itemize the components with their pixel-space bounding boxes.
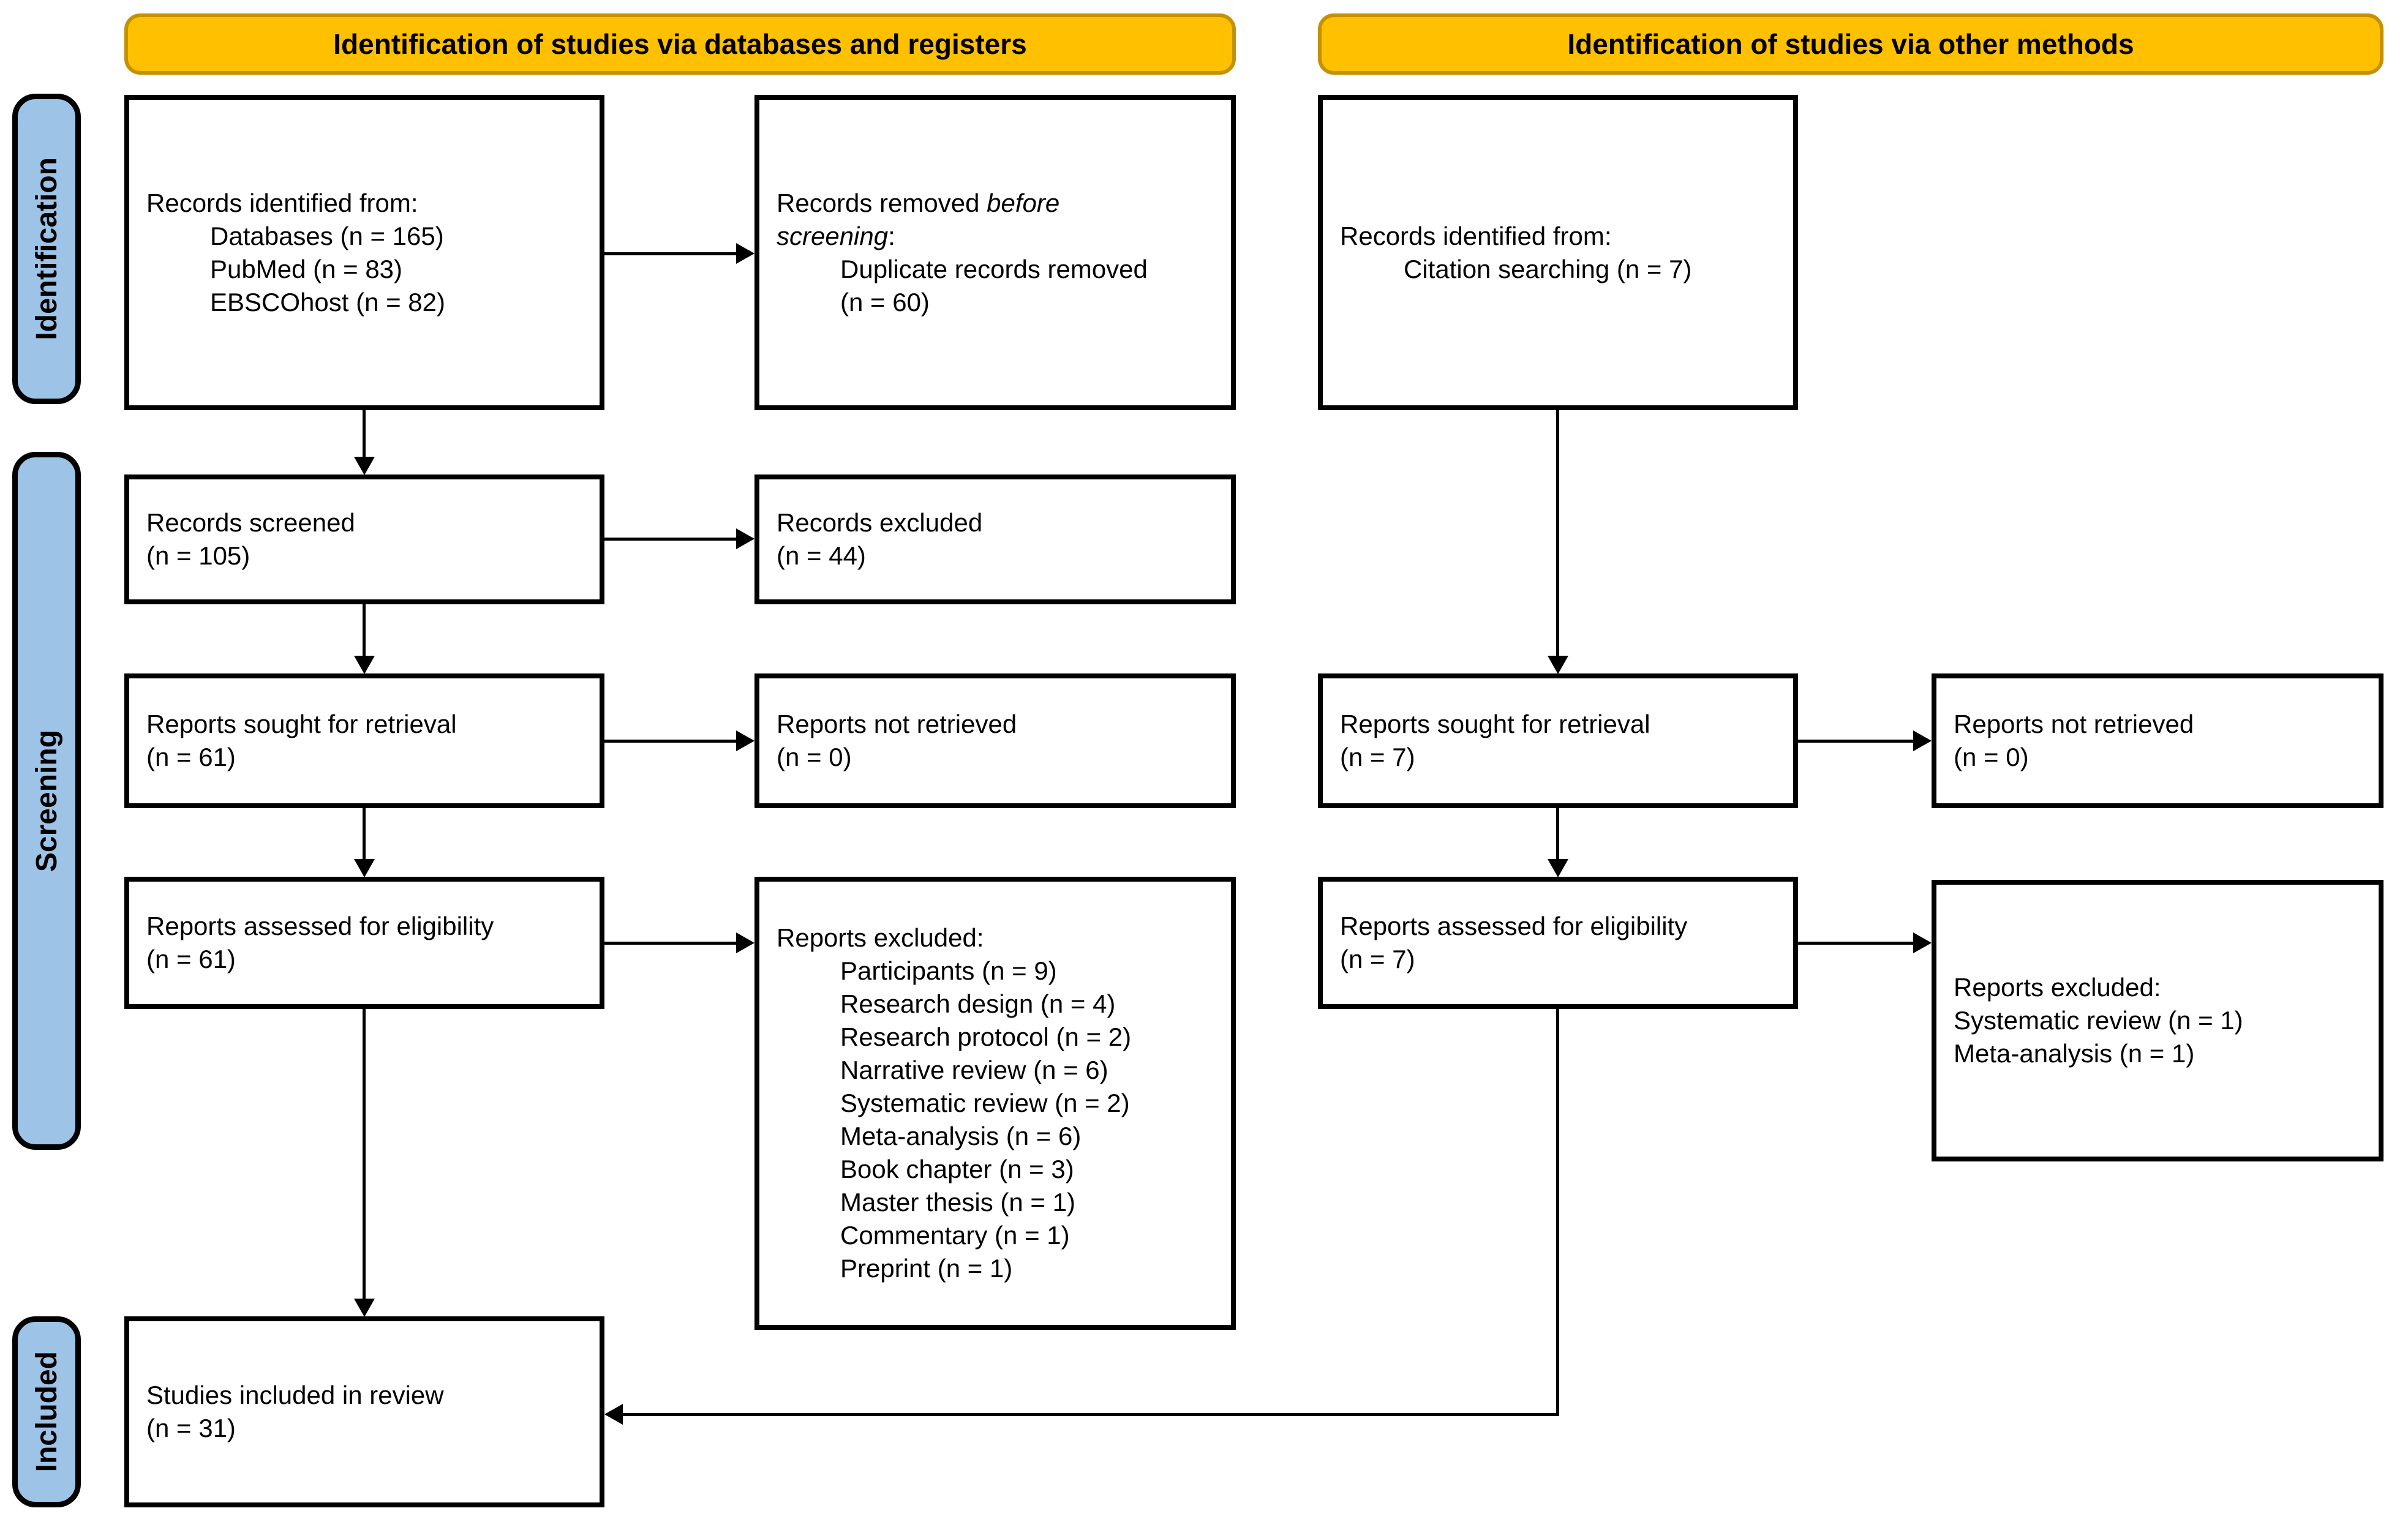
arrow-head [354,859,375,877]
box-line: Reports excluded: [777,923,984,952]
box-line: Systematic review (n = 2) [840,1089,1130,1117]
box-reports-sought-databases: Reports sought for retrieval (n = 61) [124,673,604,808]
stage-screening: Screening [12,452,81,1150]
box-line: Reports sought for retrieval [1340,710,1650,738]
arrow-head [736,243,754,264]
arrow-head [354,656,375,674]
arrow-head [736,730,754,751]
arrow-line [622,1413,1559,1416]
box-line: Reports not retrieved [1954,710,2194,738]
box-line: (n = 105) [146,541,250,570]
arrow-line [1798,740,1916,743]
box-line: Reports excluded: [1954,973,2161,1002]
box-line: (n = 61) [146,743,236,771]
box-line: Commentary (n = 1) [840,1221,1070,1250]
box-line: Master thesis (n = 1) [840,1188,1075,1217]
stage-included: Included [12,1316,81,1507]
box-line: (n = 44) [777,541,866,570]
banner-databases-registers: Identification of studies via databases … [124,13,1236,75]
arrow-line [363,604,366,658]
arrow-head [604,1404,623,1425]
arrow-line [604,252,739,255]
box-line: Records screened [146,508,355,537]
arrow-line [363,410,366,459]
box-reports-not-retrieved-other: Reports not retrieved (n = 0) [1932,673,2384,808]
box-line: Records removed before [777,188,1060,217]
box-line: (n = 0) [1954,743,2029,771]
box-line: Databases (n = 165) [210,221,444,250]
arrow-line [363,1009,366,1300]
box-line: Studies included in review [146,1381,444,1409]
stage-identification: Identification [12,94,81,404]
box-line: Book chapter (n = 3) [840,1155,1074,1183]
box-line: Narrative review (n = 6) [840,1056,1108,1084]
arrow-line [604,942,739,945]
box-reports-not-retrieved-databases: Reports not retrieved (n = 0) [754,673,1236,808]
arrow-line [1798,942,1916,945]
box-records-removed-before-screening: Records removed before screening: Duplic… [754,95,1236,410]
arrow-head [1913,730,1932,751]
box-line: Reports not retrieved [777,710,1017,738]
box-line: (n = 0) [777,743,852,771]
arrow-line [604,538,739,541]
box-line: Reports assessed for eligibility [1340,912,1688,940]
box-line: Research protocol (n = 2) [840,1022,1132,1051]
banner-databases-registers-label: Identification of studies via databases … [333,28,1027,60]
box-reports-assessed-databases: Reports assessed for eligibility (n = 61… [124,877,604,1009]
box-line: Participants (n = 9) [840,956,1057,985]
box-line: Systematic review (n = 1) [1954,1006,2243,1035]
box-line: Records identified from: [146,188,418,217]
box-line: screening: [777,221,895,250]
box-studies-included: Studies included in review (n = 31) [124,1316,604,1507]
arrow-line [1556,1009,1559,1416]
box-line: Records identified from: [1340,221,1612,250]
box-line: Reports sought for retrieval [146,710,457,738]
box-line: (n = 61) [146,945,236,973]
arrow-head [354,457,375,475]
box-line: Records excluded [777,508,983,537]
box-line: (n = 7) [1340,945,1415,973]
box-line: Preprint (n = 1) [840,1254,1013,1283]
box-line: Reports assessed for eligibility [146,912,494,940]
arrow-line [1556,808,1559,861]
arrow-head [1548,859,1568,877]
box-line: Meta-analysis (n = 1) [1954,1039,2195,1068]
arrow-head [1548,656,1568,674]
box-reports-sought-other: Reports sought for retrieval (n = 7) [1318,673,1798,808]
box-line: Citation searching (n = 7) [1404,254,1692,283]
box-records-identified-other: Records identified from: Citation search… [1318,95,1798,410]
box-reports-excluded-other: Reports excluded: Systematic review (n =… [1932,880,2384,1161]
banner-other-methods-label: Identification of studies via other meth… [1567,28,2134,60]
arrow-head [1913,932,1932,953]
box-line: (n = 7) [1340,743,1415,771]
stage-included-label: Included [30,1351,63,1472]
stage-identification-label: Identification [30,157,63,340]
box-line: (n = 60) [840,287,930,317]
box-records-excluded: Records excluded (n = 44) [754,474,1236,604]
banner-other-methods: Identification of studies via other meth… [1318,13,2384,75]
box-reports-assessed-other: Reports assessed for eligibility (n = 7) [1318,877,1798,1009]
box-line: Meta-analysis (n = 6) [840,1122,1082,1150]
box-records-identified-databases: Records identified from: Databases (n = … [124,95,604,410]
box-line: PubMed (n = 83) [210,254,403,283]
box-records-screened: Records screened (n = 105) [124,474,604,604]
stage-screening-label: Screening [30,729,63,872]
arrow-line [363,808,366,861]
box-line: EBSCOhost (n = 82) [210,287,446,317]
arrow-head [354,1299,375,1317]
box-line: Research design (n = 4) [840,989,1116,1018]
arrow-head [736,932,754,953]
arrow-head [736,528,754,549]
arrow-line [604,740,739,743]
box-line: Duplicate records removed [840,254,1148,283]
box-line: (n = 31) [146,1414,236,1442]
box-reports-excluded-databases: Reports excluded: Participants (n = 9) R… [754,877,1236,1330]
arrow-line [1556,410,1559,659]
